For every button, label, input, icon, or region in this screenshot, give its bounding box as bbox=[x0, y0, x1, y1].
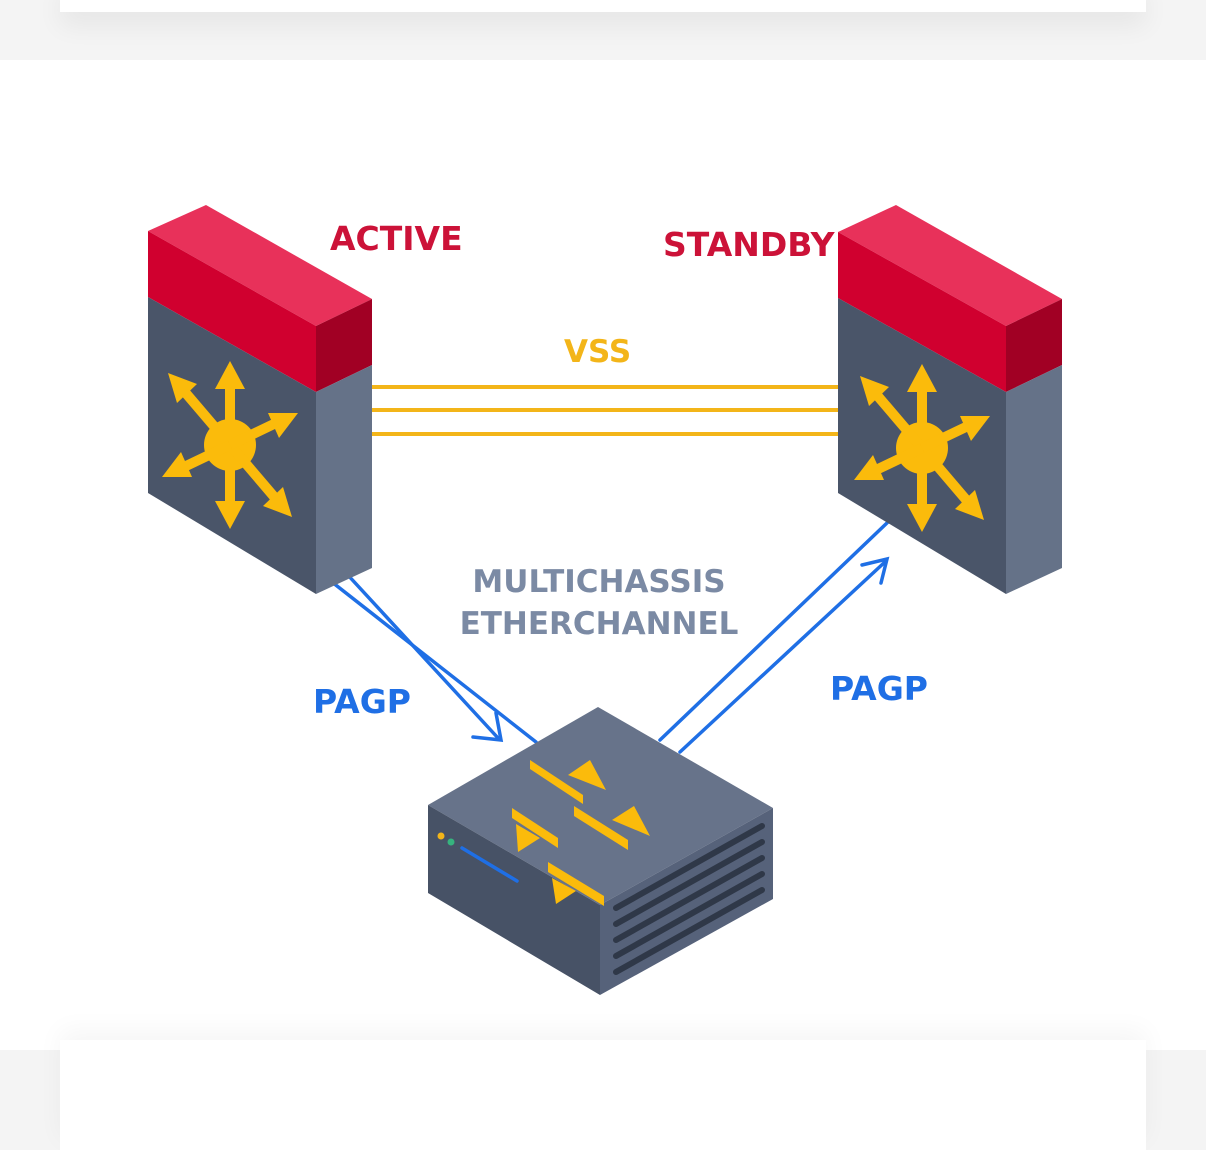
standby-label: STANDBY bbox=[663, 225, 836, 264]
mec-label-line1: MULTICHASSIS bbox=[472, 564, 725, 600]
status-led-yellow bbox=[437, 832, 445, 840]
pagp-label-left: PAGP bbox=[313, 682, 411, 721]
multilayer-switch-icon bbox=[854, 364, 990, 532]
mec-label-line2: ETHERCHANNEL bbox=[460, 606, 739, 642]
port-indicator-bar bbox=[460, 846, 519, 883]
pagp-label-right: PAGP bbox=[830, 669, 928, 708]
vss-link bbox=[372, 385, 838, 436]
active-switch[interactable] bbox=[148, 205, 372, 594]
multilayer-switch-icon bbox=[162, 361, 298, 529]
standby-switch[interactable] bbox=[838, 205, 1062, 594]
top-card-edge bbox=[60, 0, 1146, 12]
pagp-link-left bbox=[321, 558, 538, 744]
active-label: ACTIVE bbox=[330, 219, 463, 258]
vss-label: VSS bbox=[564, 334, 631, 370]
status-led-green bbox=[447, 838, 455, 846]
bottom-card-edge bbox=[60, 1040, 1146, 1150]
layer2-switch-icon bbox=[512, 760, 650, 906]
pagp-link-right bbox=[658, 520, 890, 754]
access-switch[interactable] bbox=[428, 707, 773, 995]
vent-grille bbox=[613, 823, 765, 975]
